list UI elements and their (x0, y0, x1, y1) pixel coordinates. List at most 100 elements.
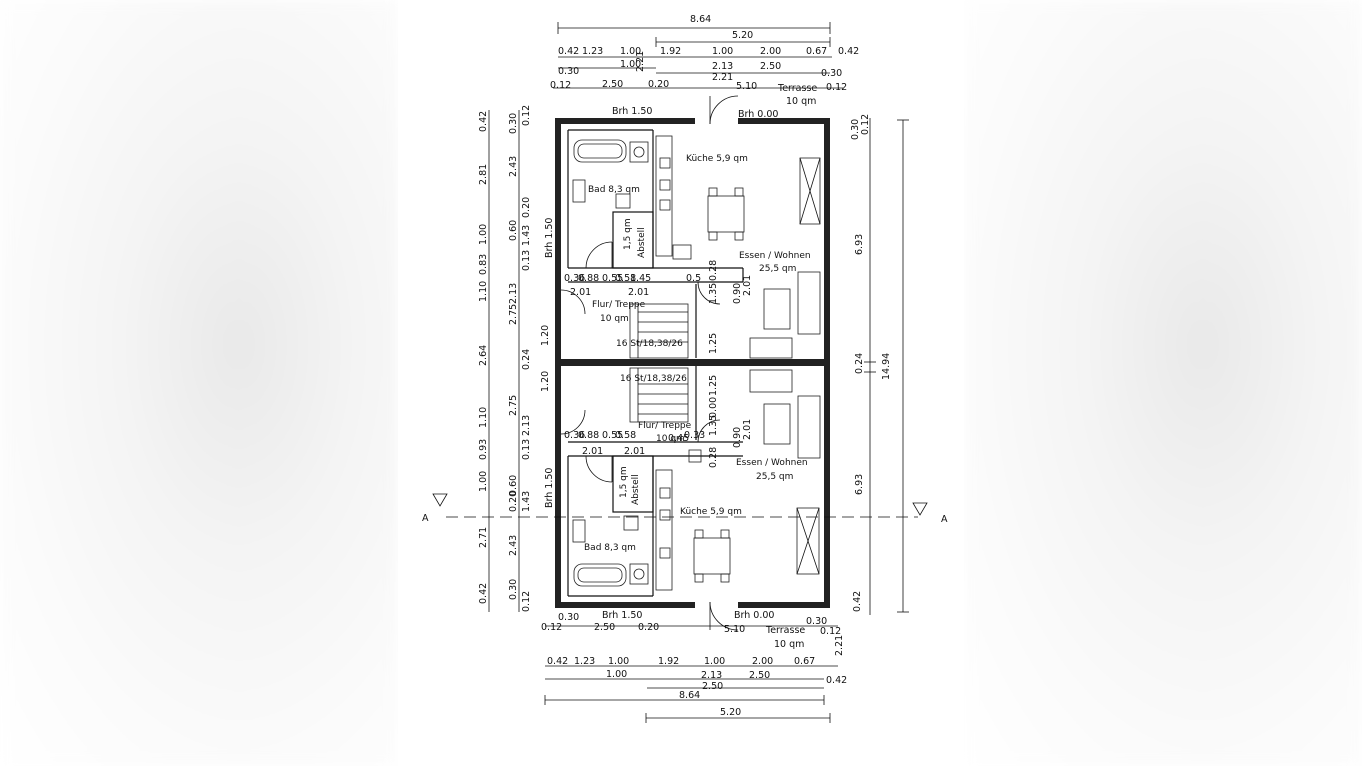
dim-left-inner-7: 2.13 (508, 283, 519, 304)
dim-left-inner-15: 0.60 (508, 475, 519, 496)
dim-left-outer-6: 1.10 (478, 407, 489, 428)
lower-bath-sill: Brh 1.50 (602, 610, 642, 621)
upper-hall-label: Flur/ Treppe (592, 300, 646, 310)
dim-left-inner-11: 1.20 (540, 371, 551, 392)
upper-inner-dim-5: 0.5 (686, 273, 701, 284)
upper-bath-label: Bad 8,3 qm (588, 185, 640, 195)
dim-left-outer-7: 0.93 (478, 439, 489, 460)
dim-bottom-r1-5: 2.00 (752, 656, 773, 667)
dim-top-r2-2: 2.50 (760, 61, 781, 72)
upper-hall-area: 10 qm (600, 314, 629, 324)
dim-top-r4-4: 0.12 (826, 82, 847, 93)
lower-inner-dim-4: 0.45 (668, 433, 689, 444)
bottom-dimensions: 0.12 2.50 0.20 5.10 0.12 0.30 0.30 2.21 … (541, 612, 847, 723)
dim-left-inner-14: 0.13 (521, 439, 532, 460)
dim-bottom-right-span: 5.20 (720, 707, 741, 718)
left-dimensions: 0.422.811.000.831.102.641.100.931.002.71… (478, 105, 551, 612)
lower-inner-dim-0: 0.36 (564, 430, 585, 441)
dim-bottom-r1-6: 0.67 (794, 656, 815, 667)
dim-top-right-span: 5.20 (732, 30, 753, 41)
dim-top-r1-7: 0.42 (838, 46, 859, 57)
upper-door-dim-4: 1.25 (708, 333, 719, 354)
fixtures-lower (572, 367, 821, 591)
dim-top-r3-0: 0.30 (558, 66, 579, 77)
dim-left-inner-8: 2.75 (508, 304, 519, 325)
dim-bottom-r2-1b: 2.50 (702, 681, 723, 692)
dim-bottom-r4-3: 5.10 (724, 624, 745, 635)
dim-left-inner-4: 1.43 (521, 225, 532, 246)
dim-bottom-r1-1: 1.23 (574, 656, 595, 667)
dim-bottom-r1-0: 0.42 (547, 656, 568, 667)
upper-door-dim-1: 1.35 (708, 283, 719, 304)
dim-top-r1-4: 1.00 (712, 46, 733, 57)
dim-top-r4-2: 0.20 (648, 79, 669, 90)
dim-right-top-0: 0.30 (850, 119, 861, 140)
dim-left-inner-1: 0.12 (521, 105, 532, 126)
dim-left-outer-0: 0.42 (478, 111, 489, 132)
section-marker-left: A (422, 513, 429, 524)
dim-right-overall: 14.94 (881, 353, 892, 380)
dim-bottom-r3-1: 0.30 (806, 616, 827, 627)
upper-inner-dim-0: 0.36 (564, 273, 585, 284)
dim-top-r2-1: 2.13 (712, 61, 733, 72)
dim-right-bottom-0: 0.42 (852, 591, 863, 612)
dim-left-inner-5: 0.60 (508, 220, 519, 241)
terrace-label-bottom: Terrasse (765, 625, 805, 636)
dim-bottom-r1-2: 1.00 (608, 656, 629, 667)
upper-door-dim-2: 0.90 (732, 283, 743, 304)
dim-right-lower: 6.93 (854, 474, 865, 495)
outer-walls (555, 118, 830, 608)
dim-top-r1-5: 2.00 (760, 46, 781, 57)
dim-bottom-r4-0: 0.12 (541, 622, 562, 633)
dim-left-outer-5: 2.64 (478, 345, 489, 366)
dim-bottom-r1-4: 1.00 (704, 656, 725, 667)
dim-bottom-r2-0: 1.00 (606, 669, 627, 680)
lower-inner-dim-5: 0.33 (684, 430, 705, 441)
lower-storage-label: Abstell (631, 474, 641, 505)
lower-door-dim-2: 1.35 (708, 415, 719, 436)
blurred-background-right (964, 0, 1362, 766)
lower-inner-dim-1: 0.88 (578, 430, 599, 441)
dim-left-outer-4: 1.10 (478, 281, 489, 302)
dim-left-inner-16: 1.43 (521, 491, 532, 512)
dim-left-inner-20: 0.12 (521, 591, 532, 612)
dim-bottom-r3-0: 0.30 (558, 612, 579, 623)
dim-top-r3-2: 0.30 (821, 68, 842, 79)
dim-top-r1-2: 1.00 (620, 46, 641, 57)
lower-storage-area: 1,5 qm (619, 466, 629, 498)
dim-top-r4-3: 5.10 (736, 81, 757, 92)
terrace-label-top: Terrasse (777, 83, 817, 94)
dim-bottom-r1-3: 1.92 (658, 656, 679, 667)
upper-stairs-label: 16 St/18,38/26 (616, 339, 683, 349)
upper-inner-dim-2: 0.55 (602, 273, 623, 284)
lower-inner-dim-3: 0.58 (615, 430, 636, 441)
blurred-background-left (0, 0, 398, 766)
upper-kitchen-label: Küche 5,9 qm (686, 154, 748, 164)
lower-door-dim-0: 1.25 (708, 375, 719, 396)
fixtures-upper (572, 135, 821, 359)
doors (560, 95, 739, 631)
dim-left-inner-19: 0.30 (508, 579, 519, 600)
dim-bottom-r2-2: 2.50 (749, 670, 770, 681)
dim-left-inner-6: 0.13 (521, 250, 532, 271)
dim-left-inner-17: 0.20 (508, 491, 519, 512)
lower-inner-dim-2: 0.55 (602, 430, 623, 441)
dim-left-inner-18: 2.43 (508, 535, 519, 556)
dim-left-outer-9: 2.71 (478, 527, 489, 548)
section-line-a: A A (422, 493, 948, 525)
dim-top-r1-3: 1.92 (660, 46, 681, 57)
lower-door-dim-5: 0.28 (708, 447, 719, 468)
section-marker-right: A (941, 514, 948, 525)
dim-bottom-r4-2: 0.20 (638, 622, 659, 633)
lower-side-sill: Brh 1.50 (544, 468, 555, 508)
labels-upper-unit: Brh 1.50 Brh 0.00 Brh 1.50 Küche 5,9 qm … (544, 106, 811, 354)
lower-bath-label: Bad 8,3 qm (584, 543, 636, 553)
lower-hall-area: 10 qm (656, 434, 685, 444)
upper-living-label: Essen / Wohnen (739, 251, 811, 261)
lower-terrace-sill: Brh 0.00 (734, 610, 774, 621)
lower-living-label: Essen / Wohnen (736, 458, 808, 468)
upper-inner-dim-7: 2.01 (628, 287, 649, 298)
terrace-area-bottom: 10 qm (774, 639, 804, 650)
labels-lower-unit: Brh 1.50 Brh 0.00 Brh 1.50 Küche 5,9 qm … (544, 374, 808, 621)
